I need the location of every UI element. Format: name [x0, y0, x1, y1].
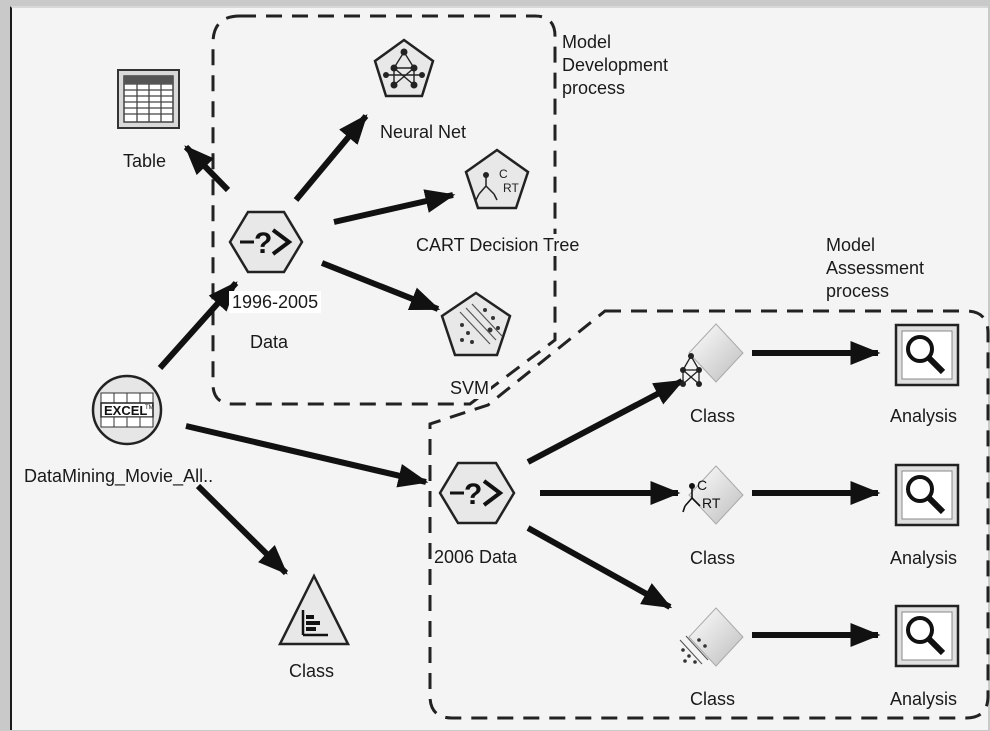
magnifier-icon	[894, 463, 960, 527]
model-development-annotation: Model Development process	[562, 32, 669, 98]
table-icon	[117, 69, 180, 129]
svm-node[interactable]	[440, 291, 512, 357]
class-distribution-label: Class	[289, 661, 335, 681]
excel-source-label: DataMining_Movie_All..	[24, 466, 214, 486]
model-assessment-boundary	[428, 309, 990, 720]
connector-data1996-cart	[333, 189, 456, 225]
magnifier-icon	[894, 323, 960, 387]
svg-text:RT: RT	[702, 495, 721, 511]
svg-text:?: ?	[464, 478, 482, 511]
svm-model-nugget-icon	[679, 607, 744, 667]
neural-net-label: Neural Net	[380, 122, 467, 142]
analysis-node-2[interactable]	[894, 463, 960, 527]
cart-tree-icon: C RT	[464, 148, 530, 210]
connector-excel-data2006	[185, 423, 429, 488]
model-development-boundary	[211, 14, 557, 406]
table-node[interactable]	[117, 69, 180, 129]
analysis-node-3[interactable]	[894, 604, 960, 668]
data-2006-node[interactable]: ?	[438, 461, 516, 525]
svg-text:C: C	[499, 167, 508, 181]
connector-data2006-classnn	[526, 378, 685, 465]
analysis-node-1[interactable]	[894, 323, 960, 387]
class-svm-nugget[interactable]	[679, 607, 744, 667]
analysis-1-label: Analysis	[890, 406, 958, 426]
class-cart-nugget[interactable]: C RT	[682, 465, 744, 525]
connector-excel-class	[195, 483, 289, 576]
cart-node[interactable]: C RT	[464, 148, 530, 210]
connector-data1996-neuralnet	[293, 114, 369, 202]
excel-source-node[interactable]: EXCEL TM	[91, 374, 163, 446]
class-neural-net-nugget[interactable]	[680, 323, 744, 387]
class-cart-label: Class	[690, 548, 736, 568]
data-1996-label: Data	[250, 332, 289, 352]
svg-text:C: C	[697, 477, 707, 493]
select-filter-icon: ?	[228, 210, 304, 274]
stream-connectors	[157, 114, 881, 647]
distribution-chart-icon	[277, 573, 351, 646]
connector-excel-data1996	[157, 281, 239, 370]
analysis-2-label: Analysis	[890, 548, 958, 568]
svg-text:RT: RT	[503, 181, 519, 195]
svg-text:EXCEL: EXCEL	[104, 403, 147, 418]
svg-text:TM: TM	[145, 405, 154, 411]
data-2006-label: 2006 Data	[434, 547, 518, 567]
analysis-3-label: Analysis	[890, 689, 958, 709]
cart-model-nugget-icon: C RT	[682, 465, 744, 525]
class-svm-label: Class	[690, 689, 736, 709]
svg-text:?: ?	[254, 227, 272, 260]
neural-net-node[interactable]	[373, 38, 435, 98]
cart-label: CART Decision Tree	[414, 234, 582, 256]
connector-data1996-table	[183, 144, 231, 193]
neural-net-model-nugget-icon	[680, 323, 744, 387]
data-1996-range-label: 1996-2005	[229, 291, 322, 313]
connector-data2006-classsvm	[526, 525, 673, 610]
model-assessment-annotation: Model Assessment process	[826, 235, 925, 301]
neural-net-icon	[373, 38, 435, 98]
excel-source-icon: EXCEL TM	[91, 374, 163, 446]
svm-icon	[440, 291, 512, 357]
select-filter-icon: ?	[438, 461, 516, 525]
table-label: Table	[123, 151, 167, 171]
svm-label: SVM	[448, 377, 492, 399]
class-nn-label: Class	[690, 406, 736, 426]
connector-data1996-svm	[320, 260, 441, 312]
class-distribution-node[interactable]	[277, 573, 351, 646]
magnifier-icon	[894, 604, 960, 668]
data-1996-node[interactable]: ?	[228, 210, 304, 274]
